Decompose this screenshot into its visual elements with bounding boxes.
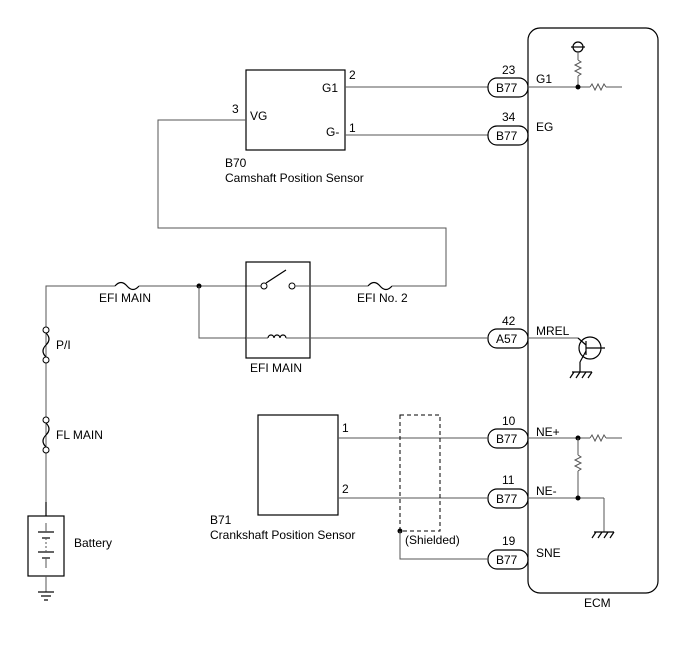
- shield-outline: [399, 414, 441, 532]
- crankshaft-sensor-box: [257, 414, 339, 516]
- ecm-mrel-circuit: [528, 336, 605, 379]
- relay-coil-icon: [267, 334, 287, 339]
- connector-g1: 23 B77 G1: [487, 63, 552, 98]
- connector-sne: 19 B77 SNE: [487, 534, 561, 570]
- connector-ne-plus: 10 B77 NE+: [487, 414, 560, 449]
- camshaft-sensor-box: [245, 69, 346, 151]
- resistor-icon: [573, 59, 583, 77]
- resistor-icon: [573, 454, 583, 472]
- connector-signal: NE-: [536, 484, 557, 498]
- cam-pin-gminus-label: G-: [326, 125, 339, 139]
- relay-switch-icon: [265, 269, 287, 284]
- fuse-efi-no2-label: EFI No. 2: [357, 291, 408, 305]
- cam-pin-num-g1: 2: [349, 68, 356, 82]
- fusible-link-pi: P/I: [42, 326, 71, 364]
- connector-signal: SNE: [536, 546, 561, 560]
- relay-contact: [288, 282, 296, 290]
- connector-eg: 34 B77 EG: [487, 110, 553, 146]
- relay-contact: [260, 282, 268, 290]
- shield-label: (Shielded): [405, 533, 460, 547]
- fuse-efi-main-label: EFI MAIN: [99, 291, 151, 305]
- ground-icon: [38, 591, 54, 601]
- wire-vg: [157, 119, 447, 287]
- connector-code: B77: [496, 81, 518, 95]
- connector-code: A57: [496, 332, 518, 346]
- fusible-link-fl-main: FL MAIN: [42, 416, 103, 454]
- junction-dot: [575, 84, 581, 90]
- fuse-pi-label: P/I: [56, 338, 71, 352]
- camshaft-position-sensor: G1 G- VG B70 Camshaft Position Sensor: [225, 69, 364, 185]
- crank-pin-num-1: 1: [342, 421, 349, 435]
- cam-pin-vg-label: VG: [250, 109, 267, 123]
- connector-oval: [487, 125, 529, 146]
- ecm-ne-circuit: [528, 433, 622, 539]
- ecm-g1-circuit: [528, 41, 622, 92]
- crank-pin-num-2: 2: [342, 482, 349, 496]
- connector-pin-num: 42: [502, 314, 516, 328]
- cam-pin-num-vg: 3: [232, 102, 239, 116]
- cam-sensor-name: Camshaft Position Sensor: [225, 171, 364, 185]
- connector-signal: G1: [536, 72, 552, 86]
- fuse-efi-no2-icon: [367, 281, 393, 291]
- fuse-fl-main-label: FL MAIN: [56, 428, 103, 442]
- connector-code: B77: [496, 492, 518, 506]
- battery: Battery: [27, 502, 112, 592]
- connector-code: B77: [496, 553, 518, 567]
- fusible-link-icon: [42, 422, 50, 448]
- connector-pin-num: 11: [502, 473, 515, 487]
- connector-pin-num: 23: [502, 63, 516, 77]
- relay-label: EFI MAIN: [250, 361, 302, 375]
- connector-pin-num: 34: [502, 110, 516, 124]
- connector-signal: MREL: [536, 324, 570, 338]
- crankshaft-position-sensor: 1 2 B71 Crankshaft Position Sensor: [210, 414, 355, 542]
- crank-sensor-name: Crankshaft Position Sensor: [210, 528, 355, 542]
- connector-signal: EG: [536, 120, 553, 134]
- cam-pin-num-gminus: 1: [349, 121, 356, 135]
- resistor-icon: [589, 82, 607, 92]
- connector-ne-minus: 11 B77 NE-: [487, 473, 557, 509]
- connector-mrel: 42 A57 MREL: [487, 314, 570, 349]
- fuse-efi-main-icon: [114, 281, 140, 291]
- wire-battery-positive: [45, 285, 115, 502]
- relay-box: [245, 261, 311, 359]
- wire-relay-coil: [198, 286, 264, 339]
- fusible-link-icon: [42, 332, 50, 358]
- cam-sensor-code: B70: [225, 156, 247, 170]
- battery-label: Battery: [74, 536, 112, 550]
- connector-pin-num: 19: [502, 534, 516, 548]
- resistor-icon: [589, 433, 607, 443]
- connector-code: B77: [496, 129, 518, 143]
- crank-sensor-code: B71: [210, 513, 232, 527]
- efi-main-relay: EFI MAIN: [245, 261, 311, 375]
- cam-pin-g1-label: G1: [322, 81, 338, 95]
- connector-pin-num: 10: [502, 414, 516, 428]
- junction-dot: [575, 495, 581, 501]
- ecm-label: ECM: [584, 596, 611, 610]
- connector-code: B77: [496, 432, 518, 446]
- ecm-box: [527, 27, 659, 594]
- connector-signal: NE+: [536, 425, 560, 439]
- wire-sne: [399, 531, 488, 560]
